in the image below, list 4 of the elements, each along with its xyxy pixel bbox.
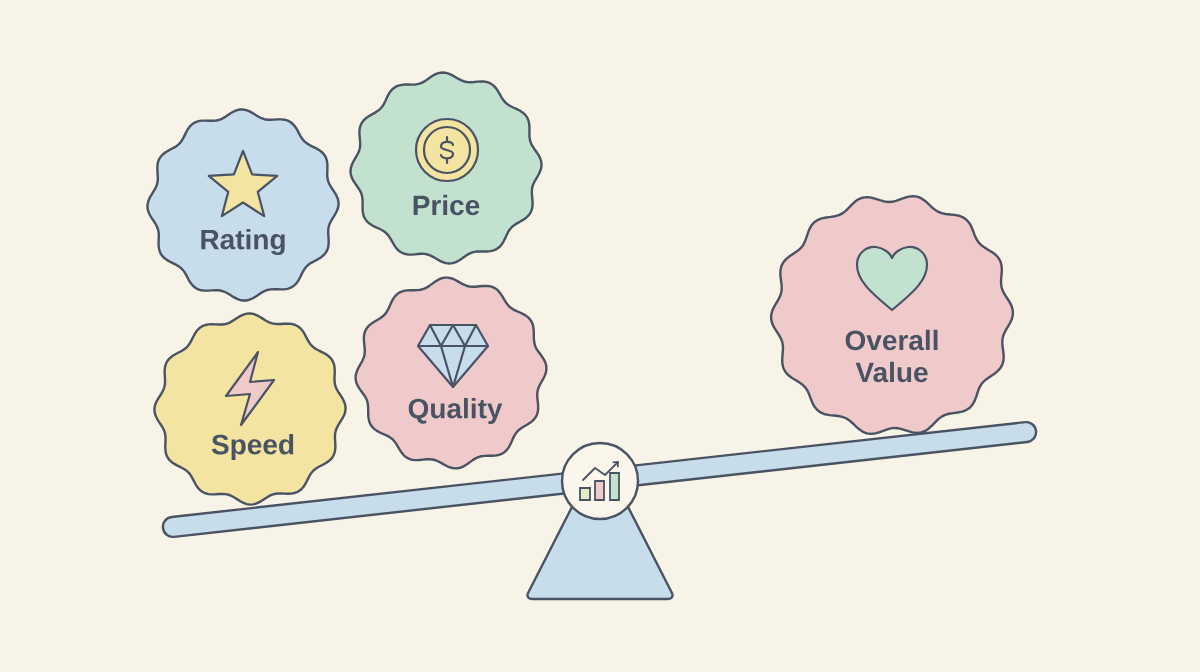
badge: Overall Value: [769, 194, 1015, 436]
badge: Rating: [146, 108, 340, 302]
badge: Quality: [354, 276, 548, 470]
badge: Speed: [153, 312, 347, 506]
